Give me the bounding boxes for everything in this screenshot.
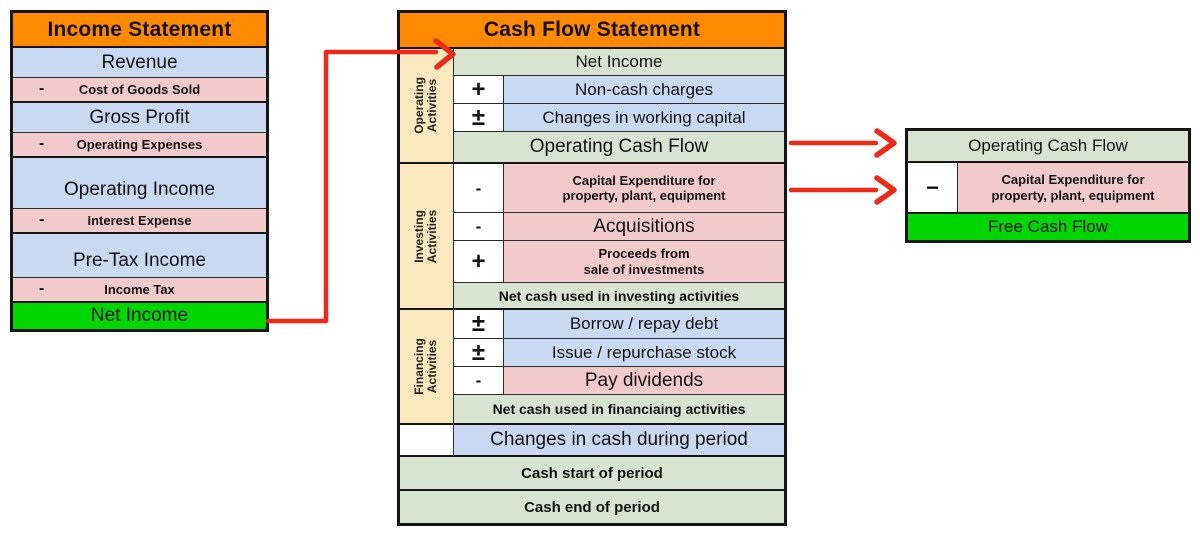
cfs-row-changes-in-cash: Changes in cash during period <box>400 423 784 455</box>
row-label-line2: property, plant, equipment <box>562 188 726 203</box>
cfs-row-net-income: Net Income <box>454 49 784 75</box>
income-statement-table: Income Statement Revenue - Cost of Goods… <box>10 10 269 332</box>
row-label: Operating Expenses <box>76 136 203 152</box>
investing-activities-label: Investing Activities <box>412 209 440 263</box>
plus-sign: + <box>471 75 486 103</box>
cfs-row-proceeds-investments: + Proceeds from sale of investments <box>454 240 784 282</box>
row-label-line1: Capital Expenditure for <box>1001 172 1145 188</box>
fcf-row-operating-cash-flow: Operating Cash Flow <box>908 131 1188 161</box>
income-row-operating-expenses: - Operating Expenses <box>13 132 266 156</box>
cfs-row-acquisitions: - Acquisitions <box>454 212 784 240</box>
plus-minus-sign: ± <box>471 310 486 337</box>
minus-sign: - <box>475 178 482 198</box>
arrow-operating-cash-flow-head <box>874 128 897 158</box>
plus-sign: + <box>471 247 486 275</box>
section-investing-activities: Investing Activities - Capital Expenditu… <box>400 162 784 308</box>
minus-sign: − <box>926 174 939 200</box>
row-label: Free Cash Flow <box>988 217 1108 236</box>
income-group-revenue: Revenue - Cost of Goods Sold <box>13 46 266 101</box>
row-label: Income Tax <box>104 281 175 297</box>
minus-sign: - <box>475 371 482 390</box>
cfs-row-pay-dividends: - Pay dividends <box>454 366 784 394</box>
plus-minus-sign: ± <box>471 103 486 131</box>
cfs-row-operating-cash-flow: Operating Cash Flow <box>454 131 784 162</box>
row-label: Net cash used in financiaing activities <box>492 401 746 417</box>
income-row-cogs: - Cost of Goods Sold <box>13 77 266 101</box>
cfs-row-net-cash-investing: Net cash used in investing activities <box>454 282 784 308</box>
section-operating-activities: Operating Activities Net Income + Non-ca… <box>400 47 784 162</box>
blank-cell <box>400 425 454 455</box>
free-cash-flow-table: Operating Cash Flow − Capital Expenditur… <box>905 128 1191 243</box>
row-label: Operating Cash Flow <box>529 136 709 157</box>
row-label: Net Income <box>575 52 663 71</box>
cfs-row-issue-repurchase-stock: ± Issue / repurchase stock <box>454 338 784 366</box>
income-row-net-income: Net Income <box>13 301 266 329</box>
row-label: Interest Expense <box>87 212 192 228</box>
title-text: Cash Flow Statement <box>483 18 701 41</box>
income-group-gross-profit: Gross Profit - Operating Expenses <box>13 101 266 156</box>
row-label: Acquisitions <box>593 215 695 237</box>
operating-activities-label: Operating Activities <box>412 77 440 134</box>
section-financing-activities: Financing Activities ± Borrow / repay de… <box>400 308 784 423</box>
row-label: Cash end of period <box>524 498 660 516</box>
income-row-gross-profit: Gross Profit <box>13 103 266 132</box>
operating-activities-label-cell: Operating Activities <box>400 49 454 162</box>
row-label-line1: Proceeds from <box>598 246 690 262</box>
row-label: Borrow / repay debt <box>569 314 719 333</box>
financing-activities-label: Financing Activities <box>412 338 440 395</box>
row-label: Revenue <box>101 51 178 73</box>
minus-sign: - <box>39 210 45 228</box>
income-row-income-tax: - Income Tax <box>13 277 266 301</box>
income-group-operating-income: Operating Income - Interest Expense <box>13 156 266 232</box>
minus-sign: - <box>39 134 45 152</box>
row-label: Net cash used in investing activities <box>498 287 740 304</box>
investing-activities-label-cell: Investing Activities <box>400 164 454 308</box>
cfs-row-net-cash-financing: Net cash used in financiaing activities <box>454 394 784 423</box>
row-label-line2: property, plant, equipment <box>991 187 1155 203</box>
income-statement-title: Income Statement <box>13 13 266 46</box>
row-label: Pay dividends <box>584 369 704 391</box>
row-label: Cash start of period <box>521 464 663 482</box>
cash-flow-statement-table: Cash Flow Statement Operating Activities… <box>397 10 787 526</box>
income-row-interest-expense: - Interest Expense <box>13 208 266 232</box>
row-label-line2: sale of investments <box>583 261 705 277</box>
plus-minus-sign: ± <box>471 338 486 366</box>
arrow-capital-expenditure-head <box>874 175 897 205</box>
cfs-row-non-cash-charges: + Non-cash charges <box>454 75 784 103</box>
row-label: Cost of Goods Sold <box>78 81 201 97</box>
minus-sign: - <box>39 79 45 97</box>
row-label: Operating Cash Flow <box>968 136 1128 155</box>
row-label: Net Income <box>90 305 189 326</box>
row-label: Operating Income <box>63 179 216 200</box>
minus-sign: - <box>475 217 482 236</box>
income-group-pretax-income: Pre-Tax Income - Income Tax <box>13 232 266 301</box>
income-row-pretax-income: Pre-Tax Income <box>13 234 266 277</box>
minus-sign: - <box>39 279 45 297</box>
cfs-row-cash-end: Cash end of period <box>400 489 784 523</box>
cfs-row-working-capital: ± Changes in working capital <box>454 103 784 131</box>
cfs-row-cash-start: Cash start of period <box>400 455 784 489</box>
row-label-line1: Capital Expenditure for <box>572 172 716 188</box>
row-label: Gross Profit <box>89 106 190 128</box>
income-row-operating-income: Operating Income <box>13 158 266 208</box>
income-row-revenue: Revenue <box>13 48 266 77</box>
row-label: Pre-Tax Income <box>72 249 207 271</box>
row-label: Changes in cash during period <box>490 429 748 450</box>
fcf-row-capital-expenditure: − Capital Expenditure for property, plan… <box>908 161 1188 212</box>
financing-activities-label-cell: Financing Activities <box>400 310 454 423</box>
title-text: Income Statement <box>47 17 232 41</box>
cfs-row-borrow-repay-debt: ± Borrow / repay debt <box>454 310 784 338</box>
fcf-row-free-cash-flow: Free Cash Flow <box>908 212 1188 240</box>
row-label: Issue / repurchase stock <box>551 342 737 362</box>
cfs-row-capital-expenditure: - Capital Expenditure for property, plan… <box>454 164 784 212</box>
cash-flow-statement-title: Cash Flow Statement <box>400 13 784 47</box>
row-label: Non-cash charges <box>575 79 713 99</box>
row-label: Changes in working capital <box>542 107 746 127</box>
